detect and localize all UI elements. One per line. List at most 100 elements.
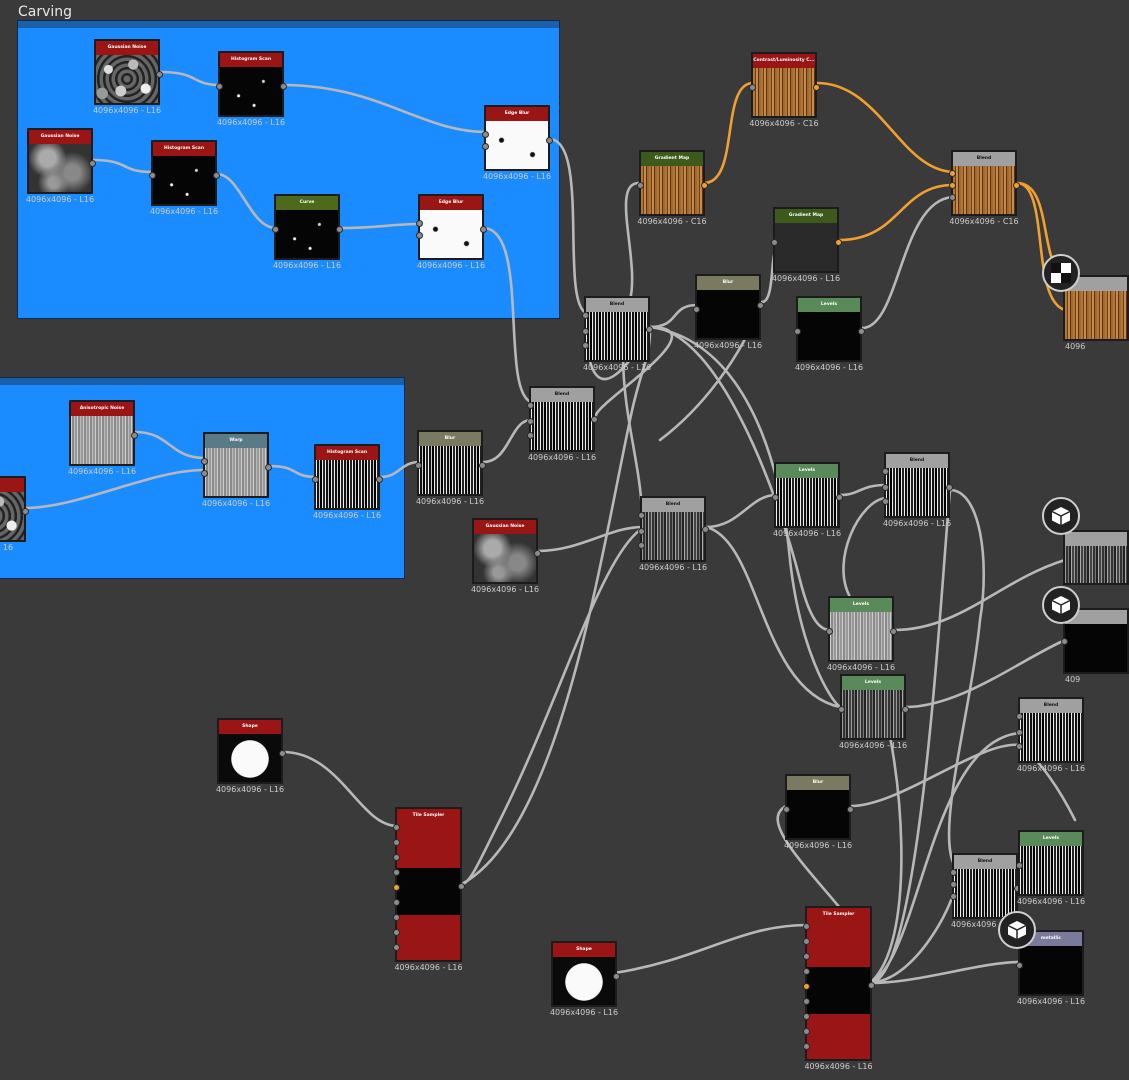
output-port[interactable] — [534, 550, 541, 557]
input-port[interactable] — [272, 226, 279, 233]
input-port[interactable] — [950, 893, 957, 900]
cube-output-icon[interactable] — [1042, 586, 1080, 624]
input-port[interactable] — [638, 528, 645, 535]
input-port[interactable] — [393, 929, 400, 936]
input-port[interactable] — [527, 418, 534, 425]
input-port[interactable] — [393, 899, 400, 906]
input-port[interactable] — [393, 839, 400, 846]
input-port[interactable] — [527, 402, 534, 409]
output-port[interactable] — [280, 83, 287, 90]
output-port[interactable] — [868, 982, 875, 989]
output-port[interactable] — [265, 464, 272, 471]
output-port[interactable] — [1013, 182, 1020, 189]
input-port[interactable] — [416, 220, 423, 227]
output-port[interactable] — [646, 326, 653, 333]
input-port[interactable] — [393, 944, 400, 951]
output-port[interactable] — [479, 462, 486, 469]
output-port[interactable] — [813, 84, 820, 91]
cube-output-icon[interactable] — [1042, 497, 1080, 535]
input-port[interactable] — [803, 998, 810, 1005]
input-port[interactable] — [772, 494, 779, 501]
input-port[interactable] — [416, 232, 423, 239]
output-port[interactable] — [156, 71, 163, 78]
output-port[interactable] — [847, 806, 854, 813]
input-port[interactable] — [803, 1043, 810, 1050]
input-port[interactable] — [803, 983, 810, 990]
checker-output-icon[interactable] — [1042, 254, 1080, 292]
node-contrast-luminosity[interactable]: Contrast/Luminosity C...4096x4096 - C16 — [749, 52, 820, 128]
input-port[interactable] — [201, 458, 208, 465]
input-port[interactable] — [582, 342, 589, 349]
output-port[interactable] — [902, 706, 909, 713]
output-port[interactable] — [591, 416, 598, 423]
input-port[interactable] — [803, 1013, 810, 1020]
input-port[interactable] — [582, 312, 589, 319]
input-port[interactable] — [950, 869, 957, 876]
input-port[interactable] — [393, 854, 400, 861]
input-port[interactable] — [393, 884, 400, 891]
input-port[interactable] — [393, 824, 400, 831]
input-port[interactable] — [950, 881, 957, 888]
input-port[interactable] — [582, 328, 589, 335]
input-port[interactable] — [638, 512, 645, 519]
input-port[interactable] — [216, 83, 223, 90]
input-port[interactable] — [794, 328, 801, 335]
output-port[interactable] — [613, 973, 620, 980]
input-port[interactable] — [1016, 862, 1023, 869]
output-port[interactable] — [946, 484, 953, 491]
input-port[interactable] — [783, 806, 790, 813]
input-port[interactable] — [882, 484, 889, 491]
cube-output-icon[interactable] — [998, 911, 1036, 949]
input-port[interactable] — [693, 306, 700, 313]
output-port[interactable] — [836, 494, 843, 501]
input-port[interactable] — [638, 542, 645, 549]
input-port[interactable] — [826, 628, 833, 635]
input-port[interactable] — [803, 1028, 810, 1035]
input-port[interactable] — [1016, 743, 1023, 750]
input-port[interactable] — [803, 953, 810, 960]
input-port[interactable] — [393, 914, 400, 921]
output-port[interactable] — [701, 182, 708, 189]
output-port[interactable] — [480, 226, 487, 233]
output-port[interactable] — [131, 432, 138, 439]
input-port[interactable] — [803, 938, 810, 945]
input-port[interactable] — [949, 194, 956, 201]
input-port[interactable] — [1016, 962, 1023, 969]
output-port[interactable] — [22, 508, 29, 515]
output-port[interactable] — [702, 526, 709, 533]
output-port[interactable] — [376, 476, 383, 483]
input-port[interactable] — [393, 869, 400, 876]
output-port[interactable] — [546, 137, 553, 144]
input-port[interactable] — [771, 239, 778, 246]
input-port[interactable] — [803, 968, 810, 975]
input-port[interactable] — [1016, 729, 1023, 736]
input-port[interactable] — [1061, 638, 1068, 645]
node-output-partial[interactable] — [1063, 530, 1129, 585]
node-output-partial[interactable]: 409 — [1061, 608, 1129, 684]
input-port[interactable] — [749, 84, 756, 91]
output-port[interactable] — [858, 328, 865, 335]
input-port[interactable] — [637, 182, 644, 189]
input-port[interactable] — [415, 462, 422, 469]
